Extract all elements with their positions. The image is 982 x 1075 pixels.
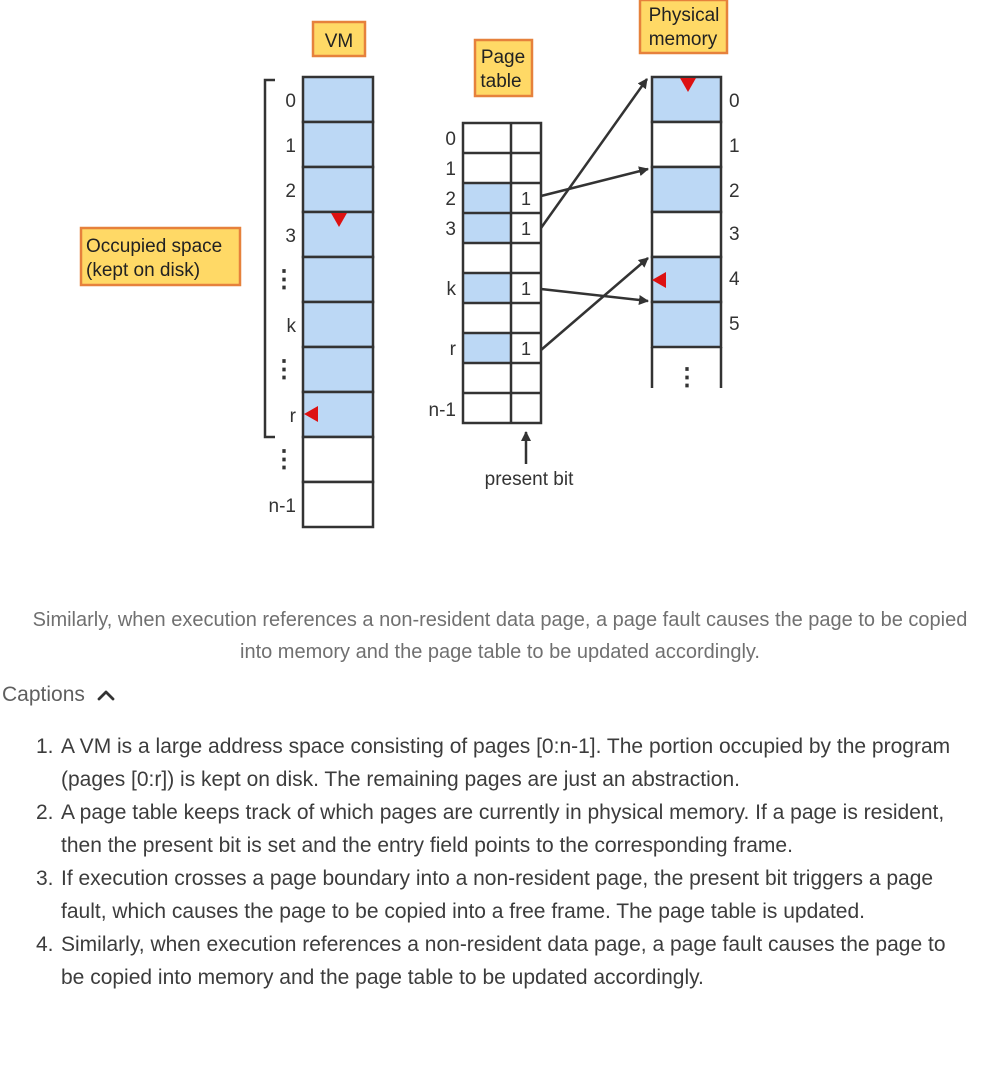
- page-table: [461, 121, 543, 425]
- physical-ellipsis: ⋮: [675, 364, 699, 391]
- mapping-arrow: [540, 257, 649, 351]
- page-table-title: Page table: [473, 38, 534, 98]
- frame: [650, 210, 723, 259]
- fault-marker-icon: [331, 213, 347, 227]
- vm-page: [301, 435, 375, 484]
- present-bit-label: present bit: [485, 469, 574, 490]
- present-bit: 1: [521, 279, 531, 299]
- vm-row-label: ⋮: [272, 446, 296, 473]
- page-table-row-label: 2: [445, 189, 456, 210]
- vm-row-label: 2: [285, 181, 296, 202]
- mapping-arrow: [540, 287, 649, 305]
- occupied-space-label: Occupied space (kept on disk): [79, 226, 242, 287]
- svg-text:memory: memory: [649, 29, 718, 50]
- frame: [650, 255, 723, 304]
- fault-marker-icon: [652, 272, 666, 288]
- frame-label: 2: [729, 181, 740, 202]
- frame-label: 3: [729, 224, 740, 245]
- physical-row-labels: 0 1 2 3 4 5: [729, 91, 740, 335]
- vm-row-label: ⋮: [272, 356, 296, 383]
- page-table-row-label: 0: [445, 129, 456, 150]
- vm-row-label: r: [290, 406, 297, 427]
- svg-text:Physical: Physical: [649, 5, 720, 26]
- svg-text:VM: VM: [325, 31, 354, 52]
- page-table-row-labels: 0 1 2 3 k r n-1: [429, 129, 457, 421]
- frame-label: 0: [729, 91, 740, 112]
- physical-memory-title: Physical memory: [638, 0, 729, 55]
- page-table-row-label: n-1: [429, 400, 456, 421]
- vm-page: [301, 345, 375, 394]
- frame-label: 1: [729, 136, 740, 157]
- vm-page: [301, 255, 375, 304]
- caption-number: 4.: [36, 933, 54, 956]
- mapping-arrow: [539, 78, 649, 229]
- frame: [650, 165, 723, 214]
- caption-item: 1. A VM is a large address space consist…: [36, 730, 971, 796]
- caption-text: If execution crosses a page boundary int…: [61, 867, 934, 923]
- fault-markers: [304, 78, 696, 422]
- vm-row-label: 0: [285, 91, 296, 112]
- vm-row-label: n-1: [269, 496, 296, 517]
- mapping-arrows: [539, 78, 649, 351]
- vm-page: [301, 120, 375, 169]
- svg-text:(kept on disk): (kept on disk): [86, 260, 200, 281]
- caption-list: 1. A VM is a large address space consist…: [36, 730, 971, 994]
- caption-item: 4. Similarly, when execution references …: [36, 928, 971, 994]
- page-table-row-label: k: [447, 279, 457, 300]
- captions-toggle-button[interactable]: Captions: [2, 678, 115, 712]
- vm-page: [301, 75, 375, 124]
- virtual-memory-diagram: VM Page table Physical memory Occupied s…: [79, 0, 740, 529]
- caption-number: 1.: [36, 735, 54, 758]
- frame: [650, 120, 723, 169]
- page-table-row-label: r: [450, 339, 457, 360]
- physical-memory-column: [650, 75, 723, 388]
- mapping-arrow: [540, 166, 649, 198]
- vm-column: [301, 75, 375, 529]
- caption-item: 3. If execution crosses a page boundary …: [36, 862, 971, 928]
- caption-text: A page table keeps track of which pages …: [61, 801, 945, 857]
- caption-text: Similarly, when execution references a n…: [61, 933, 946, 989]
- svg-text:table: table: [480, 71, 521, 92]
- page-table-row-label: 1: [445, 159, 456, 180]
- present-bit: 1: [521, 189, 531, 209]
- frame-label: 5: [729, 314, 740, 335]
- vm-row-label: 3: [285, 226, 296, 247]
- page-table-row-label: 3: [445, 219, 456, 240]
- caption-item: 2. A page table keeps track of which pag…: [36, 796, 971, 862]
- frame: [650, 300, 723, 349]
- vm-page: [301, 300, 375, 349]
- vm-row-label: 1: [285, 136, 296, 157]
- vm-page: [301, 165, 375, 214]
- captions-toggle-label: Captions: [2, 683, 85, 706]
- occupied-bracket: [263, 78, 275, 439]
- chevron-up-icon: [97, 690, 115, 701]
- caption-number: 2.: [36, 801, 54, 824]
- present-bits: 1 1 1 1: [521, 189, 531, 359]
- fault-marker-icon: [304, 406, 318, 422]
- present-bit: 1: [521, 219, 531, 239]
- fault-marker-icon: [680, 78, 696, 92]
- current-caption: Similarly, when execution references a n…: [32, 609, 968, 663]
- svg-text:Page: Page: [481, 47, 525, 68]
- frame-label: 4: [729, 269, 740, 290]
- svg-text:Occupied space: Occupied space: [86, 236, 222, 257]
- caption-number: 3.: [36, 867, 54, 890]
- vm-row-label: k: [287, 316, 297, 337]
- vm-row-label: ⋮: [272, 266, 296, 293]
- caption-text: A VM is a large address space consisting…: [61, 735, 951, 791]
- vm-row-labels: 0 1 2 3 ⋮ k ⋮ r ⋮ n-1: [269, 91, 297, 517]
- vm-title: VM: [311, 20, 367, 58]
- vm-page: [301, 480, 375, 529]
- present-bit: 1: [521, 339, 531, 359]
